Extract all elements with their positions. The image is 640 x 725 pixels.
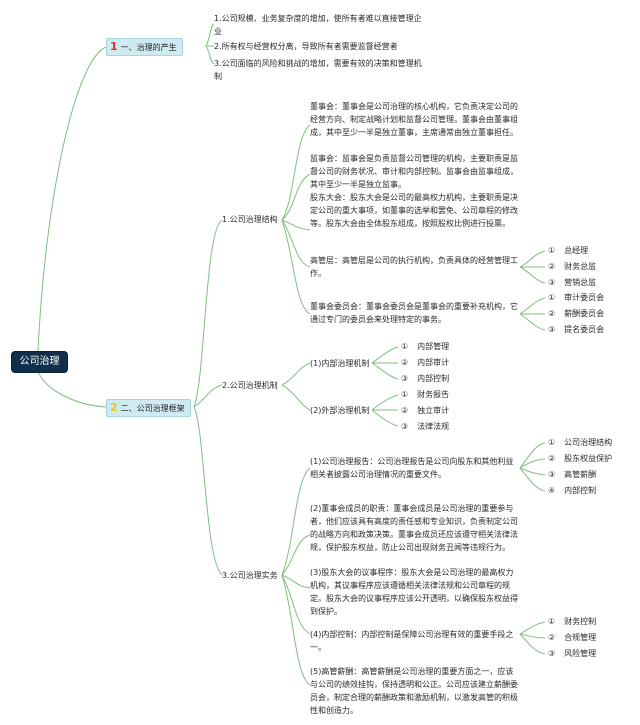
structure-executives: 高管层：高管层是公司的执行机构，负责具体的经营管理工作。	[310, 256, 518, 278]
exec-role-item: ③ 营销总监	[548, 278, 597, 287]
report-item: ④ 内部控制	[548, 486, 597, 495]
external-mechanism-item: ③ 法律法规	[401, 422, 450, 431]
practice-shareholder-procedure: (3)股东大会的议事程序：股东大会是公司治理的最高权力机构，其议事程序应该遵循相…	[310, 568, 518, 616]
committee-item: ③ 提名委员会	[548, 325, 605, 334]
report-item: ① 公司治理结构	[548, 438, 613, 447]
root-node[interactable]: 公司治理	[11, 351, 68, 373]
structure-shareholders-meeting: 股东大会：股东大会是公司的最高权力机构，主要职责是决定公司的重大事项，如董事的选…	[310, 193, 518, 228]
branch-framework-label: 二、公司治理框架	[120, 404, 185, 413]
external-mechanism-node[interactable]: (2)外部治理机制	[310, 406, 370, 415]
origin-item-2: 2.所有权与经营权分离，导致所有者需要监督经营者	[214, 42, 398, 51]
structure-board: 董事会：董事会是公司治理的核心机构，它负责决定公司的经营方向、制定战略计划和监督…	[310, 102, 518, 137]
branch-number-2: 2	[110, 401, 118, 414]
external-mechanism-item: ① 财务报告	[401, 390, 450, 399]
control-item: ③ 风险管理	[548, 649, 597, 658]
mechanism-node[interactable]: 2.公司治理机制	[222, 381, 278, 390]
internal-mechanism-node[interactable]: (1)内部治理机制	[310, 359, 370, 368]
exec-role-item: ① 总经理	[548, 246, 589, 255]
structure-node[interactable]: 1.公司治理结构	[222, 215, 278, 224]
internal-mechanism-item: ③ 内部控制	[401, 374, 450, 383]
external-mechanism-item: ② 独立审计	[401, 406, 450, 415]
structure-supervisory-board: 监事会：监事会是负责监督公司管理的机构，主要职责是监督公司的财务状况、审计和内部…	[310, 154, 518, 189]
internal-mechanism-item: ② 内部审计	[401, 358, 450, 367]
practice-board-duties: (2)董事会成员的职责：董事会成员是公司治理的重要参与者，他们应该具有高度的责任…	[310, 504, 518, 552]
control-item: ① 财务控制	[548, 617, 597, 626]
control-item: ② 合规管理	[548, 633, 597, 642]
report-item: ③ 高管薪酬	[548, 470, 597, 479]
internal-mechanism-item: ① 内部管理	[401, 342, 450, 351]
committee-item: ① 审计委员会	[548, 293, 605, 302]
report-item: ② 股东权益保护	[548, 454, 613, 463]
origin-item-3: 3.公司面临的风险和挑战的增加，需要有效的决策和管理机制	[214, 59, 422, 81]
branch-origin-label: 一、治理的产生	[120, 43, 177, 52]
committee-item: ② 薪酬委员会	[548, 309, 605, 318]
practice-governance-report: (1)公司治理报告：公司治理报告是公司向股东和其他利益相关者披露公司治理情况的重…	[310, 457, 514, 479]
practice-internal-control: (4)内部控制：内部控制是保障公司治理有效的重要手段之一。	[310, 630, 514, 652]
exec-role-item: ② 财务总监	[548, 262, 597, 271]
practice-executive-pay: (5)高管薪酬：高管薪酬是公司治理的重要方面之一，应该与公司的绩效挂钩，保持透明…	[310, 667, 518, 715]
origin-item-1: 1.公司规模、业务复杂度的增加，使所有者难以直接管理企业	[214, 14, 422, 36]
branch-number-1: 1	[110, 40, 118, 53]
structure-board-committees: 董事会委员会：董事会委员会是董事会的重要补充机构，它通过专门的委员会来处理特定的…	[310, 302, 518, 324]
practice-node[interactable]: 3.公司治理实务	[222, 571, 278, 580]
